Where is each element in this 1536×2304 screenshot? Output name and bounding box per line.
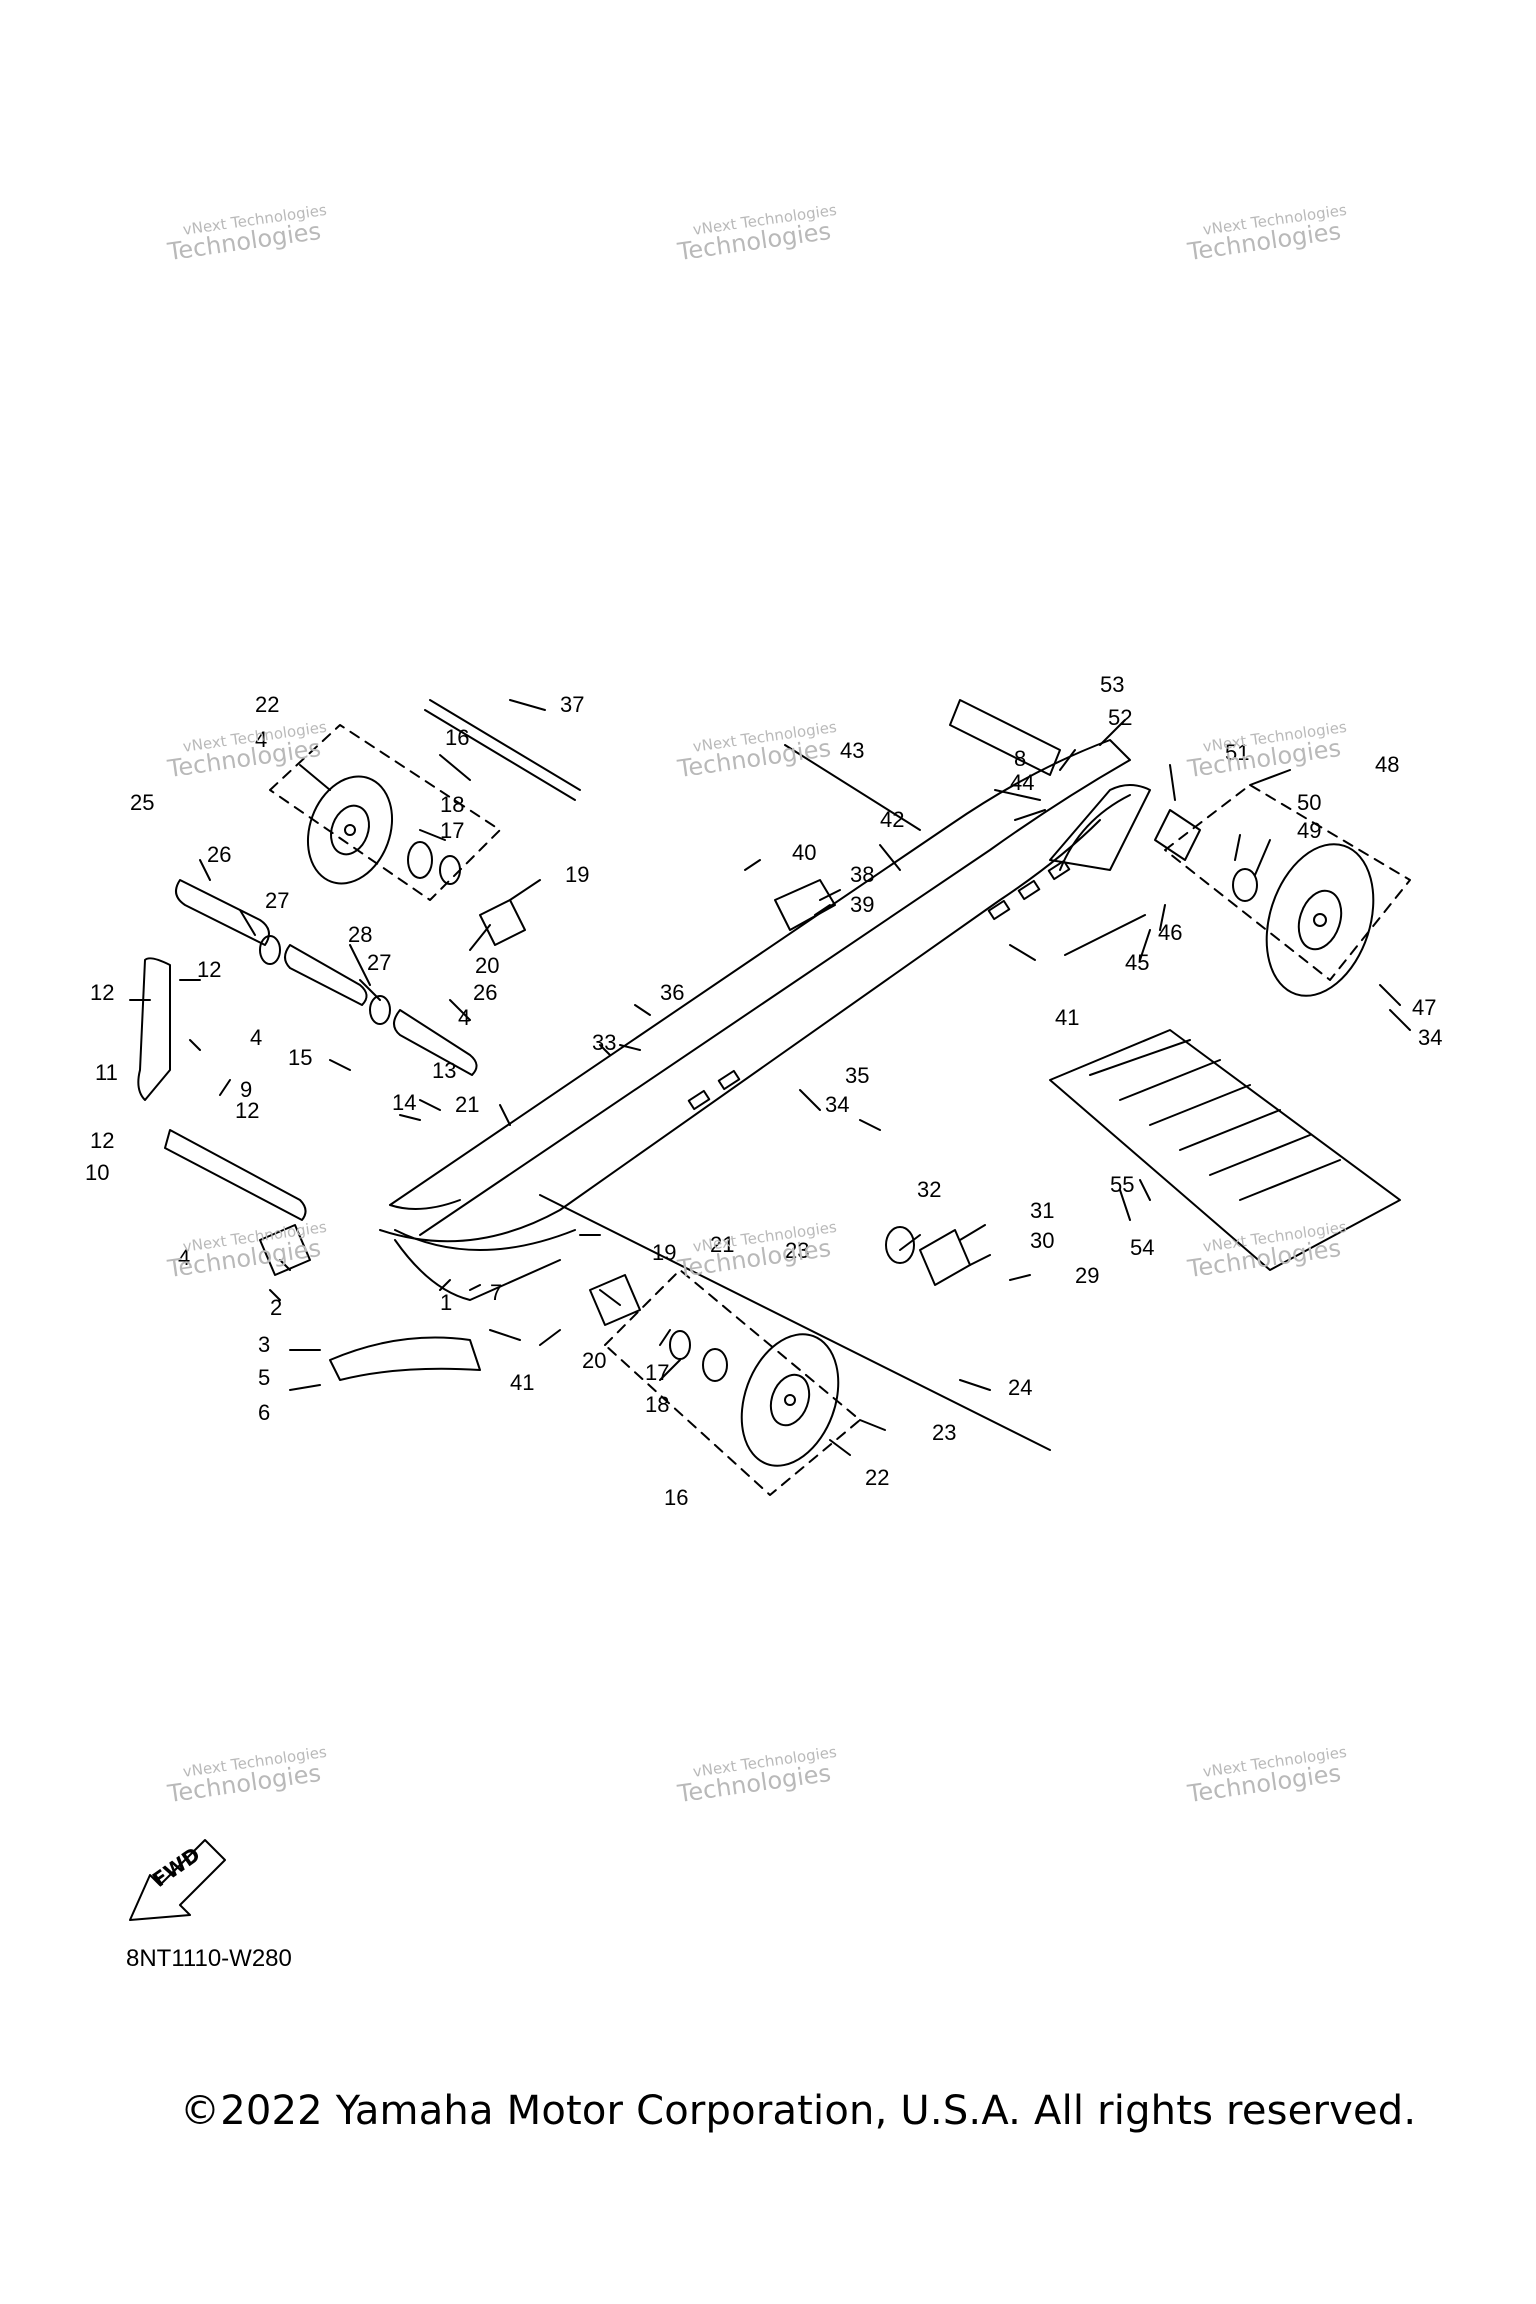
part-label-44: 44 — [1010, 770, 1034, 795]
part-label-42: 42 — [880, 807, 904, 832]
drawing-code: 8NT1110-W280 — [126, 1945, 292, 1972]
part-label-30: 30 — [1030, 1228, 1054, 1253]
copyright-notice: ©2022 Yamaha Motor Corporation, U.S.A. A… — [180, 2088, 1417, 2134]
part-label-2: 2 — [270, 1295, 282, 1320]
part-label-4: 4 — [250, 1025, 262, 1050]
long-bolt-24 — [539, 1194, 1051, 1451]
part-label-16: 16 — [445, 725, 469, 750]
part-label-48: 48 — [1375, 752, 1399, 777]
link-arm — [137, 957, 171, 1101]
rear-arm — [1049, 784, 1151, 871]
part-label-26: 26 — [473, 980, 497, 1005]
part-label-39: 39 — [850, 892, 874, 917]
slide-rail-lower — [379, 819, 1101, 1243]
part-label-49: 49 — [1297, 818, 1321, 843]
bracket-38 — [774, 879, 836, 931]
slide-rail-upper — [389, 739, 1131, 1236]
part-label-4: 4 — [458, 1005, 470, 1030]
roller-26-lower — [393, 1009, 478, 1076]
part-label-19: 19 — [652, 1240, 676, 1265]
part-label-37: 37 — [560, 692, 584, 717]
part-label-18: 18 — [440, 792, 464, 817]
part-label-5: 5 — [258, 1365, 270, 1390]
part-label-34: 34 — [825, 1092, 849, 1117]
part-label-1: 1 — [440, 1290, 452, 1315]
part-label-9: 9 — [240, 1077, 252, 1102]
front-curve — [394, 1239, 561, 1301]
part-label-11: 11 — [95, 1060, 118, 1085]
part-label-33: 33 — [592, 1030, 616, 1055]
part-label-22: 22 — [255, 692, 279, 717]
part-label-6: 6 — [258, 1400, 270, 1425]
front-shaft — [164, 1129, 307, 1221]
part-label-12: 12 — [90, 1128, 114, 1153]
part-label-18: 18 — [645, 1392, 669, 1417]
part-label-34: 34 — [1418, 1025, 1442, 1050]
part-label-22: 22 — [865, 1465, 889, 1490]
part-label-20: 20 — [475, 953, 499, 978]
part-label-28: 28 — [348, 922, 372, 947]
part-label-31: 31 — [1030, 1198, 1054, 1223]
part-label-35: 35 — [845, 1063, 869, 1088]
part-label-20: 20 — [582, 1348, 606, 1373]
part-label-12: 12 — [197, 957, 221, 982]
part-label-41: 41 — [510, 1370, 534, 1395]
part-labels: 1234444567891011121212121314151616171718… — [85, 672, 1442, 1510]
part-label-17: 17 — [645, 1360, 669, 1385]
part-label-13: 13 — [432, 1058, 456, 1083]
part-label-19: 19 — [565, 862, 589, 887]
part-label-29: 29 — [1075, 1263, 1099, 1288]
part-label-53: 53 — [1100, 672, 1124, 697]
part-label-21: 21 — [455, 1092, 479, 1117]
fwd-arrow — [129, 1839, 226, 1921]
part-label-38: 38 — [850, 862, 874, 887]
part-label-12: 12 — [90, 980, 114, 1005]
part-label-24: 24 — [1008, 1375, 1032, 1400]
part-label-55: 55 — [1110, 1172, 1134, 1197]
part-label-26: 26 — [207, 842, 231, 867]
idler-wheel-front-lower — [740, 1333, 840, 1467]
idler-wheel-front-upper — [306, 775, 394, 885]
part-label-15: 15 — [288, 1045, 312, 1070]
part-label-4: 4 — [178, 1245, 190, 1270]
part-label-27: 27 — [265, 888, 289, 913]
part-label-27: 27 — [367, 950, 391, 975]
part-label-12: 12 — [235, 1098, 259, 1123]
part-label-21: 21 — [710, 1232, 734, 1257]
rear-shaft — [949, 699, 1061, 776]
part-label-41: 41 — [1055, 1005, 1079, 1030]
shaft-37 — [429, 699, 581, 791]
roller-26-upper — [175, 879, 270, 946]
part-label-25: 25 — [130, 790, 154, 815]
track-section — [1049, 1029, 1401, 1271]
roller-28 — [284, 944, 368, 1006]
part-label-43: 43 — [840, 738, 864, 763]
part-label-4: 4 — [255, 727, 267, 752]
part-label-23: 23 — [932, 1420, 956, 1445]
part-label-3: 3 — [258, 1332, 270, 1357]
part-label-47: 47 — [1412, 995, 1436, 1020]
part-label-14: 14 — [392, 1090, 416, 1115]
part-label-7: 7 — [490, 1280, 502, 1305]
part-label-16: 16 — [664, 1485, 688, 1510]
part-label-36: 36 — [660, 980, 684, 1005]
part-label-54: 54 — [1130, 1235, 1154, 1260]
part-label-23: 23 — [785, 1238, 809, 1263]
part-label-50: 50 — [1297, 790, 1321, 815]
part-label-40: 40 — [792, 840, 816, 865]
part-label-51: 51 — [1225, 740, 1249, 765]
ski-shoe — [329, 1336, 481, 1381]
idler-wheel-rear — [1265, 843, 1375, 997]
part-label-52: 52 — [1108, 705, 1132, 730]
part-label-10: 10 — [85, 1160, 109, 1185]
part-label-46: 46 — [1158, 920, 1182, 945]
part-label-45: 45 — [1125, 950, 1149, 975]
part-label-32: 32 — [917, 1177, 941, 1202]
part-label-17: 17 — [440, 818, 464, 843]
part-label-8: 8 — [1014, 746, 1026, 771]
